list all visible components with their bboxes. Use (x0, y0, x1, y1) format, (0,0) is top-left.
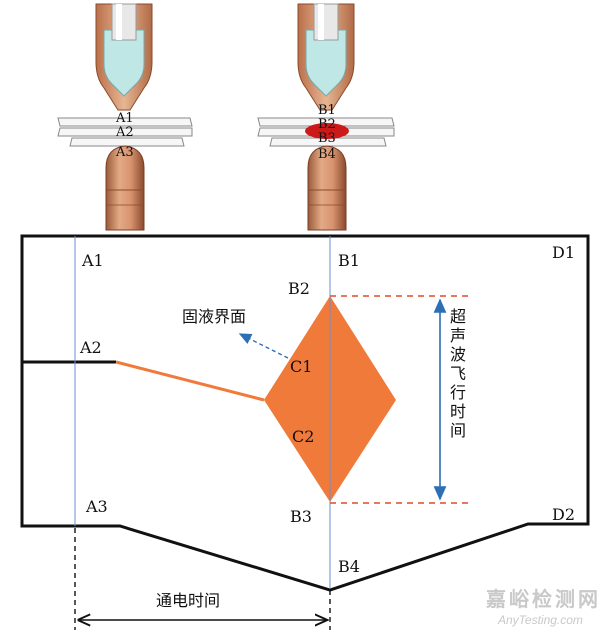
interface-leader (238, 333, 289, 359)
top-left-label-a2: A2 (115, 125, 134, 140)
sheets-left (57, 117, 193, 147)
frame-outline (20, 234, 590, 592)
label-c1: C1 (290, 357, 312, 376)
label-d2: D2 (552, 505, 575, 524)
weld-nugget (305, 123, 349, 139)
label-a1: A1 (81, 251, 104, 270)
upper-electrode-left (95, 3, 153, 111)
label-a3: A3 (85, 497, 108, 516)
interface-line (115, 360, 265, 402)
current-time-label: 通电时间 (156, 591, 220, 610)
label-d1: D1 (552, 243, 575, 262)
top-right-label-b4: B4 (318, 147, 336, 162)
top-left-label-a3: A3 (115, 145, 134, 160)
watermark: 嘉峪检测网 AnyTesting.com (485, 587, 600, 627)
label-b1: B1 (338, 251, 360, 270)
top-left-label-a1: A1 (115, 111, 134, 126)
label-b2: B2 (288, 279, 310, 298)
ultrasonic-time-label: 超声波飞行时间 (450, 307, 466, 440)
top-right-label-b2: B2 (318, 117, 336, 132)
sheets-right (257, 117, 395, 147)
lower-electrode-right (307, 145, 347, 231)
upper-electrode-right (297, 3, 355, 111)
interface-label: 固液界面 (182, 307, 246, 326)
top-right-label-b3: B3 (318, 131, 336, 146)
right-electrode-illustration: B1 B2 B3 B4 (257, 3, 395, 231)
label-b4: B4 (338, 557, 360, 576)
label-a2: A2 (79, 338, 102, 357)
schematic: A1 A2 A3 B1 B2 B3 B4 C1 C2 D1 D2 固液界面 超声… (20, 234, 590, 630)
watermark-sub: AnyTesting.com (497, 613, 583, 627)
label-b3: B3 (290, 507, 312, 526)
lower-electrode-left (105, 145, 145, 231)
watermark-main: 嘉峪检测网 (485, 587, 600, 611)
label-c2: C2 (292, 427, 314, 446)
left-electrode-illustration: A1 A2 A3 (57, 3, 193, 231)
top-right-label-b1: B1 (318, 103, 336, 118)
